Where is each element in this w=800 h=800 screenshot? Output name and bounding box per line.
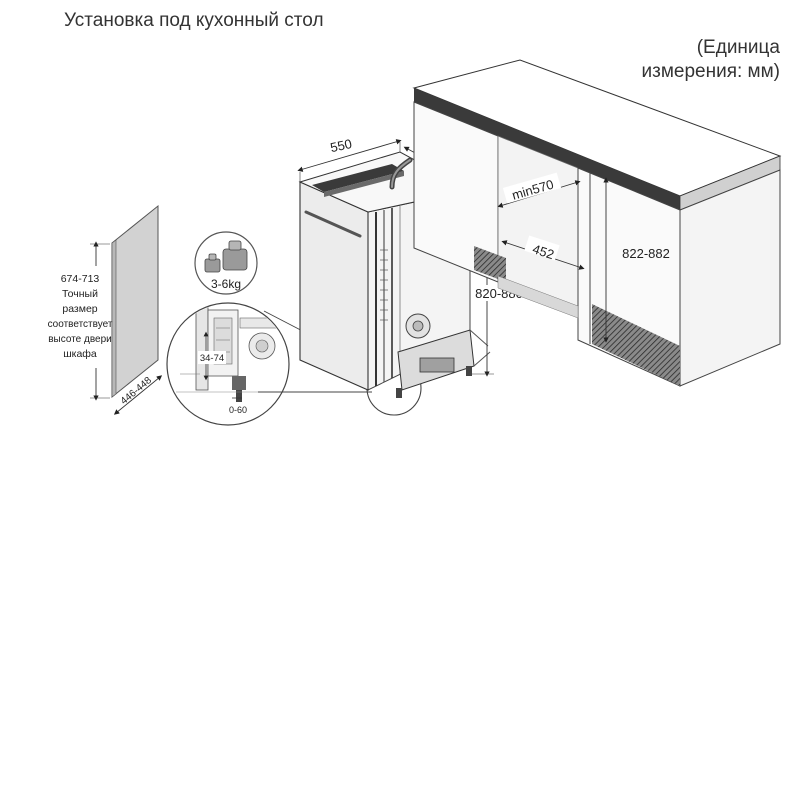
page-title: Установка под кухонный стол [64,10,324,31]
units-note: (Единица измерения: мм) [642,36,781,84]
weight-icon [204,240,248,273]
panel-note-line-4: высоте двери [48,334,112,345]
units-line-1: (Единица [696,37,780,58]
panel-note-line-2: размер [62,303,97,315]
panel-note-line-5: шкафа [63,348,97,360]
cabinet-width-dimension: 452 [501,235,585,270]
appliance-depth-dimension: 550 [297,136,402,182]
panel-note-line-3: соответствует [48,319,113,330]
detail-zoom: 34-74 0-60 [166,302,290,426]
cabinet-height-dimension: 822-882 [603,177,678,343]
appliance-depth-label: 550 [329,136,353,155]
panel-height-label: 674-713 [61,273,100,285]
detail-foot-label: 0-60 [229,405,247,415]
weight-label: 3-6kg [211,277,241,291]
cabinet-height-label: 822-882 [622,246,670,261]
panel-height-note: 674-713 Точный размер соответствует высо… [48,266,113,368]
weight-badge: 3-6kg [194,231,258,295]
door-panel [111,204,159,399]
detail-adjust-label: 34-74 [200,353,224,364]
cabinet-width-label: 452 [531,241,556,262]
panel-note-line-1: Точный [62,288,98,300]
units-line-2: измерения: мм) [641,61,781,82]
